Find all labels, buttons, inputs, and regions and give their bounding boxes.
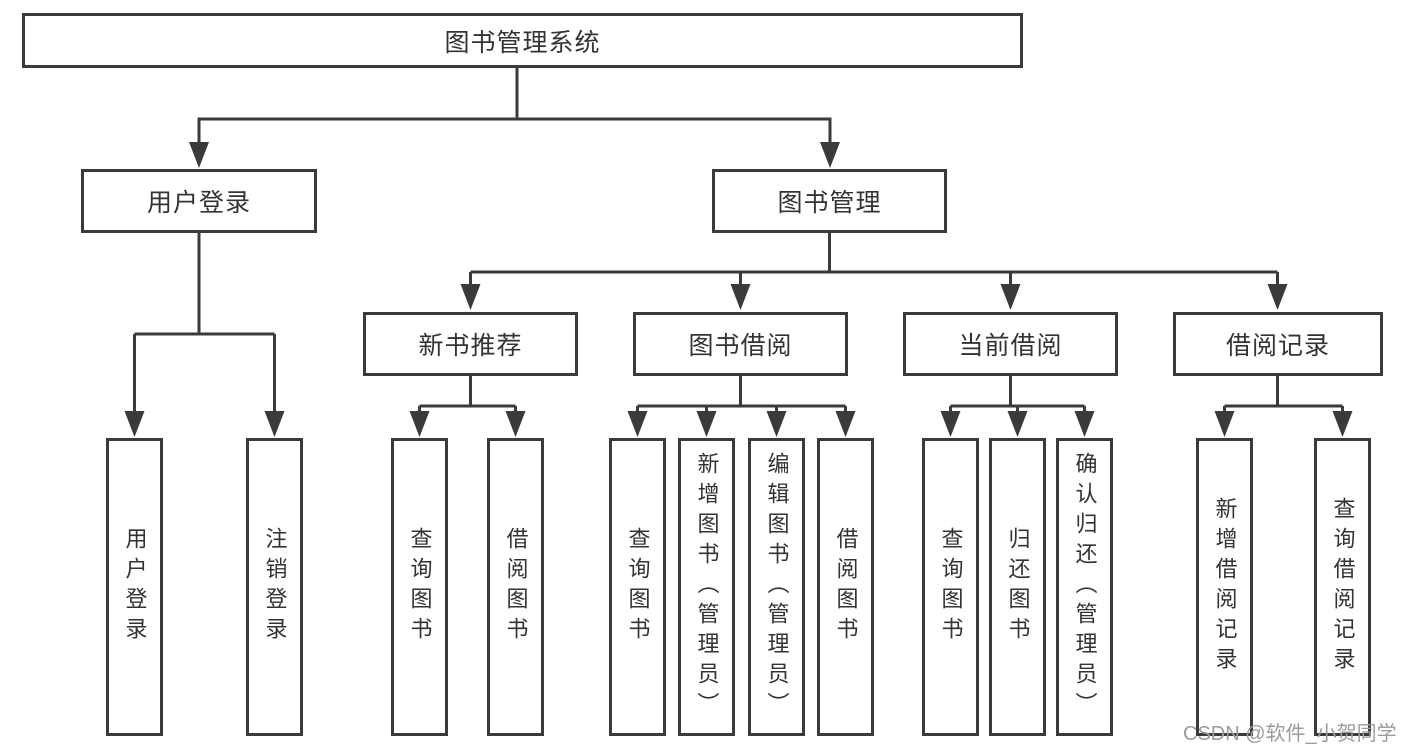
leaf-borrow-books: 借阅图书 [817,438,874,736]
node-library-system: 图书管理系统 [22,13,1023,68]
leaf-query-books-recommend: 查询图书 [391,438,448,736]
leaf-query-books-borrow: 查询图书 [609,438,666,736]
leaf-query-books-current: 查询图书 [922,438,979,736]
node-book-management: 图书管理 [712,169,947,233]
leaf-return-books: 归还图书 [989,438,1046,736]
leaf-add-book-admin: 新增图书（管理员） [678,438,735,736]
node-borrow-records: 借阅记录 [1173,312,1383,376]
leaf-user-login: 用户登录 [106,438,163,736]
node-book-borrow: 图书借阅 [633,312,848,376]
node-new-book-recommend: 新书推荐 [363,312,578,376]
leaf-logout: 注销登录 [246,438,303,736]
connector-root [197,68,832,144]
leaf-confirm-return-admin: 确认归还（管理员） [1056,438,1113,736]
leaf-borrow-books-recommend: 借阅图书 [487,438,544,736]
connector-new-book [418,376,517,413]
watermark: CSDN @软件_小贺同学 [1183,723,1397,745]
leaf-edit-book-admin: 编辑图书（管理员） [748,438,805,736]
connector-current-borrow [949,376,1086,413]
node-current-borrow: 当前借阅 [903,312,1118,376]
connector-book-management [469,233,1279,286]
leaf-query-borrow-record: 查询借阅记录 [1314,438,1371,736]
leaf-add-borrow-record: 新增借阅记录 [1196,438,1253,736]
connector-borrow-records [1223,376,1344,413]
node-user-login: 用户登录 [81,169,317,233]
connector-user-login [133,233,276,413]
connector-book-borrow [636,376,847,413]
